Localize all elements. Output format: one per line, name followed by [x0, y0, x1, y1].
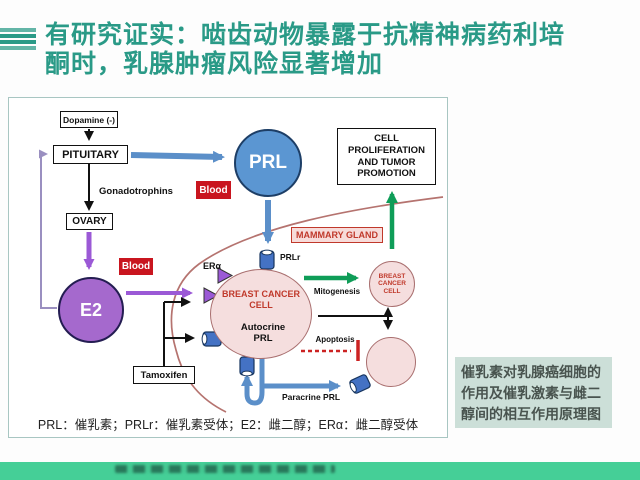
label-er-alpha: ERα: [202, 261, 222, 271]
node-cell-proliferation: CELL PROLIFERATION AND TUMOR PROMOTION: [337, 128, 436, 185]
node-e2: E2: [58, 277, 124, 343]
node-tamoxifen: Tamoxifen: [133, 366, 195, 384]
blood-badge-top: Blood: [196, 181, 231, 199]
decor-bar-icon: [0, 46, 36, 50]
label-autocrine-prl: Autocrine PRL: [240, 322, 286, 344]
page-title-line2: 酮时，乳腺肿瘤风险显著增加: [45, 50, 384, 78]
node-ovary: OVARY: [66, 213, 113, 230]
arrow-e2-feedback-pituitary: [39, 149, 57, 309]
label-paracrine-prl: Paracrine PRL: [281, 392, 341, 402]
breast-cancer-cell-small: BREAST CANCER CELL: [369, 261, 415, 307]
prlr-receptor-icon: [259, 249, 275, 270]
node-dopamine: Dopamine (-): [60, 111, 118, 128]
decor-bar-icon: [0, 28, 36, 32]
decor-bar-icon: [0, 34, 36, 38]
label-apoptosis: Apoptosis: [315, 335, 355, 344]
blood-badge-left: Blood: [119, 258, 153, 275]
caption-line: 催乳素对乳腺癌细胞的: [461, 364, 601, 380]
autocrine-prl-loop: [241, 341, 265, 406]
diagram-legend: PRL：催乳素；PRLr：催乳素受体；E2：雌二醇；ERα：雌二醇受体: [37, 418, 419, 432]
er-alpha-receptor-triangle: [203, 287, 220, 304]
node-pituitary: PITUITARY: [53, 145, 128, 164]
caption-line: 醇间的相互作用原理图: [461, 406, 601, 422]
caption-line: 作用及催乳激素与雌二: [461, 385, 601, 401]
target-cell: [366, 337, 416, 387]
paracrine-receptor-icon: [347, 373, 372, 396]
label-prlr: PRLr: [280, 252, 301, 262]
label-mitogenesis: Mitogenesis: [313, 287, 361, 296]
node-mammary-gland: MAMMARY GLAND: [291, 227, 383, 243]
page-title-line1: 有研究证实：啮齿动物暴露于抗精神病药利培: [45, 21, 566, 49]
node-prl: PRL: [234, 129, 302, 197]
arrow-pituitary-prl: [130, 150, 225, 163]
label-breast-cancer-cell: BREAST CANCER CELL: [221, 289, 300, 310]
label-gonadotrophins: Gonadotrophins: [99, 186, 173, 197]
er-alpha-receptor-triangle: [217, 267, 234, 284]
breast-cancer-cell-main: [210, 269, 312, 359]
decor-bar-icon: [0, 40, 36, 44]
footer-illegible-citation: [115, 465, 335, 473]
caption-box: 催乳素对乳腺癌细胞的 作用及催乳激素与雌二 醇间的相互作用原理图: [455, 357, 612, 428]
autocrine-receptor-icon: [239, 356, 255, 377]
